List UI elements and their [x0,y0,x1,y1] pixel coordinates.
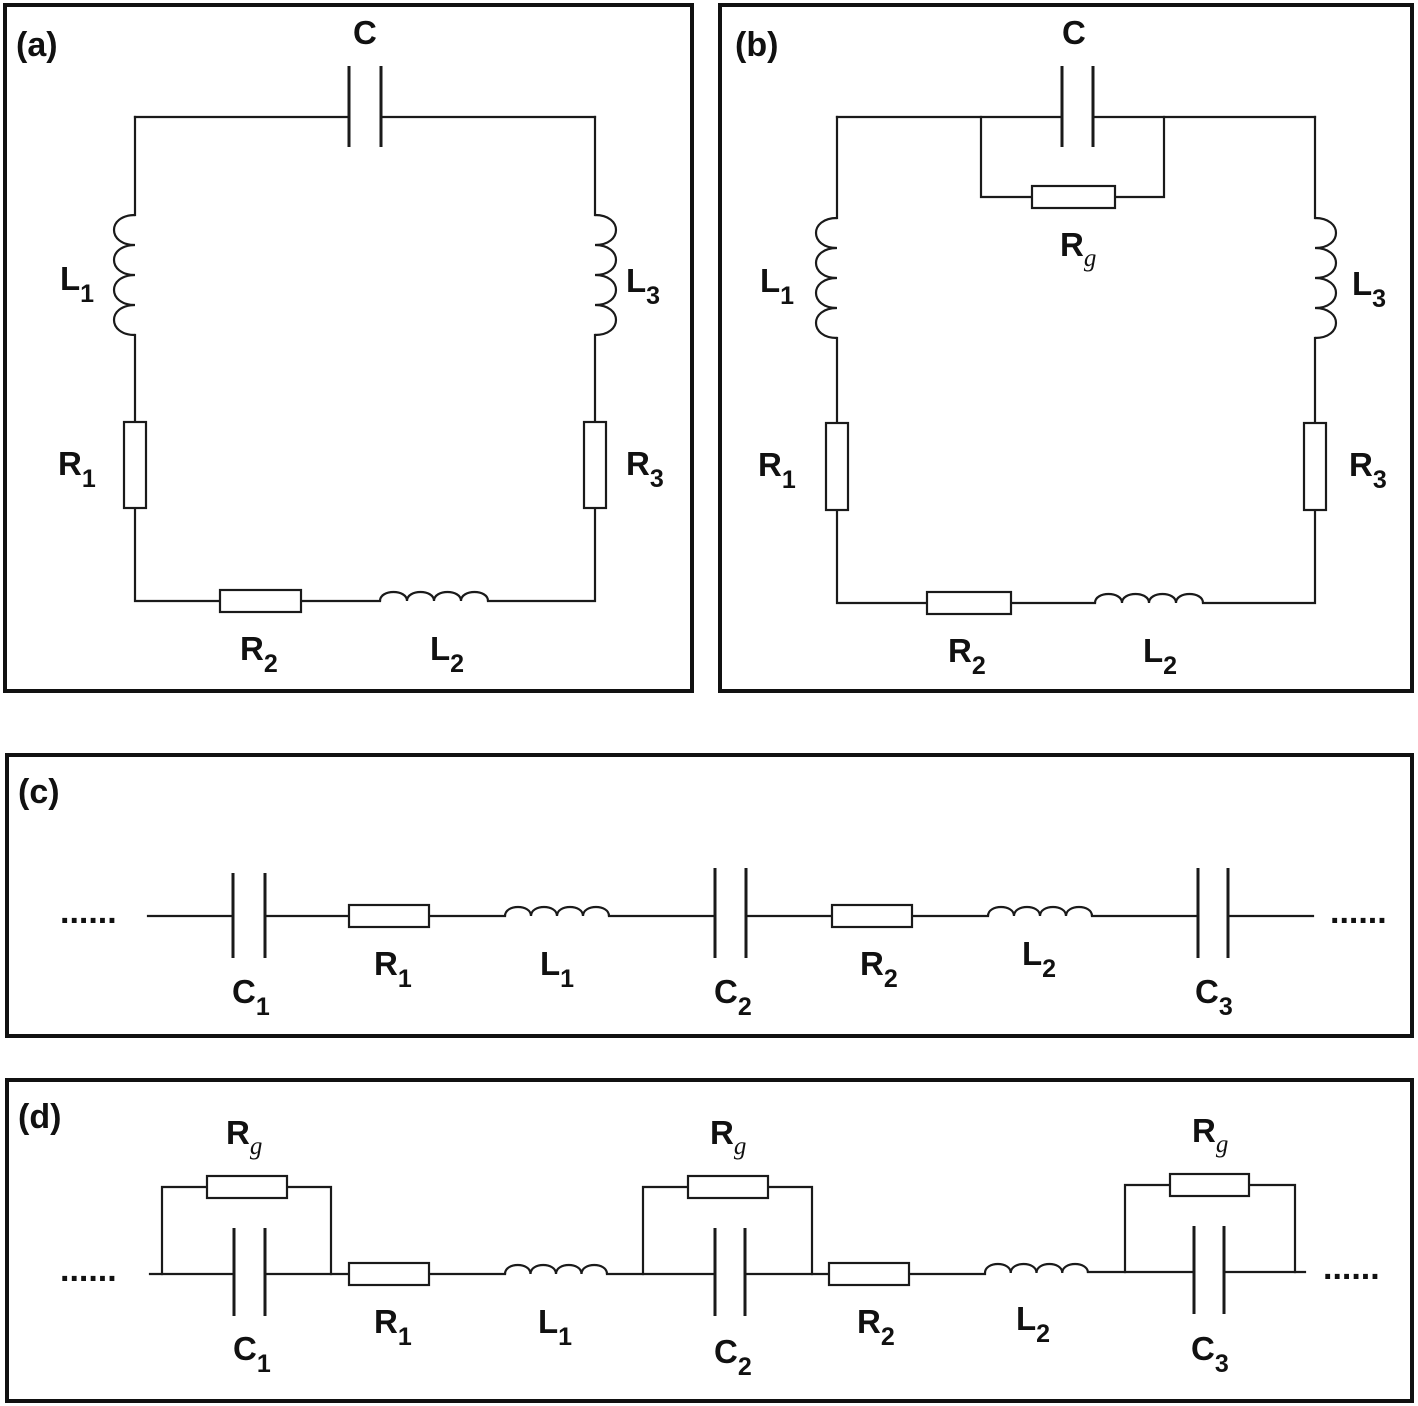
panel-b-r3-label: R3 [1349,446,1387,494]
panel-b-r1-label: R1 [758,446,796,494]
panel-d-resistor-rg-1 [205,1174,289,1200]
panel-a-capacitor-c [347,66,383,147]
panel-c-c1-label: C1 [232,973,270,1021]
panel-c-c2-label: C2 [714,973,752,1021]
panel-d-frame [5,1078,1414,1403]
panel-c-r1-label: R1 [374,945,412,993]
panel-d-c1-label: C1 [233,1330,271,1378]
panel-c-l1-label: L1 [540,945,574,993]
panel-a-r1-label: R1 [58,445,96,493]
panel-c-label: (c) [18,773,60,811]
panel-d-resistor-rg-3 [1168,1172,1251,1198]
panel-b-r2-label: R2 [948,632,986,680]
panel-b-inductor-l1 [814,216,838,340]
panel-c-r2-label: R2 [860,945,898,993]
panel-b-l3-label: L3 [1352,265,1386,313]
panel-d-capacitor-c1 [232,1228,267,1316]
panel-d-rg-3-label: Rg [1192,1112,1228,1158]
panel-b-l1-label: L1 [760,262,794,310]
panel-b-rg-label: Rg [1060,226,1096,272]
panel-c-capacitor-c1 [231,873,267,958]
panel-d-rg-2-label: Rg [710,1114,746,1160]
panel-d-l2-label: L2 [1016,1300,1050,1348]
panel-d-resistor-r1 [347,1261,431,1287]
panel-d-c2-label: C2 [714,1333,752,1381]
panel-c-resistor-r1 [347,903,431,929]
panel-c: (c) ...... ...... C1 R1 L1 C2 [5,753,1414,1038]
panel-b-resistor-r1 [824,421,850,512]
panel-c-capacitor-c2 [713,868,748,958]
panel-b-inductor-l3 [1314,216,1338,340]
panel-d-rg-1-label: Rg [226,1114,262,1160]
panel-c-c3-label: C3 [1195,973,1233,1021]
panel-b-resistor-r2 [925,590,1013,616]
panel-b: (b) C Rg L1 L3 R1 [718,3,1414,693]
panel-a-frame [3,3,694,693]
panel-c-ellipsis-right: ...... [1330,893,1387,931]
panel-d-r1-label: R1 [374,1303,412,1351]
panel-c-inductor-l1 [503,905,611,917]
panel-d-ellipsis-left: ...... [60,1251,117,1289]
panel-a-l1-label: L1 [60,260,94,308]
panel-a: (a) C L1 L3 R1 [3,3,694,693]
panel-a-inductor-l3 [594,213,618,337]
panel-d-inductor-l1 [503,1263,609,1275]
panel-d-resistor-rg-2 [686,1174,770,1200]
panel-a-inductor-l2 [378,590,490,602]
panel-d-inductor-l2 [983,1262,1090,1274]
panel-a-r2-label: R2 [240,630,278,678]
panel-b-inductor-l2 [1093,592,1205,604]
panel-b-l2-label: L2 [1143,632,1177,680]
panel-d-label: (d) [18,1098,61,1136]
panel-b-label: (b) [735,26,778,64]
panel-d-c3-label: C3 [1191,1330,1229,1378]
panel-d-l1-label: L1 [538,1303,572,1351]
panel-d-wires [148,1183,1307,1276]
panel-a-inductor-l1 [112,213,136,337]
panel-b-c-label: C [1062,14,1086,51]
panel-a-l3-label: L3 [626,262,660,310]
panel-a-wires [133,115,597,603]
panel-b-wires [835,115,1317,605]
panel-d-capacitor-c3 [1192,1226,1226,1314]
panel-d-r2-label: R2 [857,1303,895,1351]
panel-a-r3-label: R3 [626,445,664,493]
panel-a-label: (a) [16,26,58,64]
panel-b-capacitor-c [1060,66,1095,147]
panel-a-resistor-r2 [218,588,303,614]
panel-b-resistor-rg [1030,184,1117,210]
panel-a-resistor-r1 [122,420,148,510]
panel-a-c-label: C [353,14,377,51]
panel-b-resistor-r3 [1302,421,1328,512]
panel-c-l2-label: L2 [1022,935,1056,983]
panel-c-resistor-r2 [830,903,914,929]
panel-c-capacitor-c3 [1196,868,1230,958]
panel-c-frame [5,753,1414,1038]
panel-d-ellipsis-right: ...... [1323,1249,1380,1287]
panel-b-frame [718,3,1414,693]
panel-d: (d) ...... ...... Rg [5,1078,1414,1403]
panel-a-resistor-r3 [582,420,608,510]
panel-c-ellipsis-left: ...... [60,893,117,931]
panel-d-resistor-r2 [827,1261,911,1287]
panel-a-l2-label: L2 [430,630,464,678]
panel-c-inductor-l2 [986,905,1094,917]
panel-d-capacitor-c2 [713,1228,747,1316]
